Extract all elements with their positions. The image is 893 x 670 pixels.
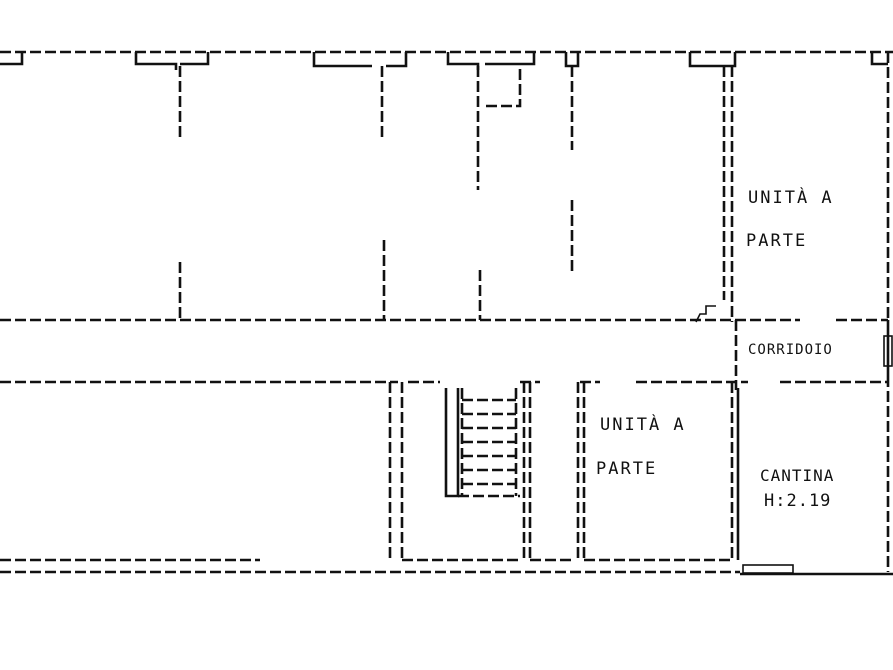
upper-partitions	[178, 66, 734, 323]
room-label-upper-right-line1: UNITÀ A	[748, 186, 834, 208]
room-label-lower-middle-line2: PARTE	[596, 459, 657, 479]
corridor-walls	[0, 318, 888, 390]
room-label-upper-right-line2: PARTE	[746, 231, 807, 251]
room-label-lower-middle-line1: UNITÀ A	[600, 413, 686, 435]
corridor-label: CORRIDOIO	[748, 342, 833, 358]
staircase	[444, 388, 520, 498]
cellar-height: H:2.19	[764, 491, 831, 511]
lower-partitions	[0, 382, 740, 562]
wall-stubs-top	[0, 52, 888, 70]
cellar-label: CANTINA	[760, 466, 834, 485]
exterior-walls	[0, 50, 893, 576]
